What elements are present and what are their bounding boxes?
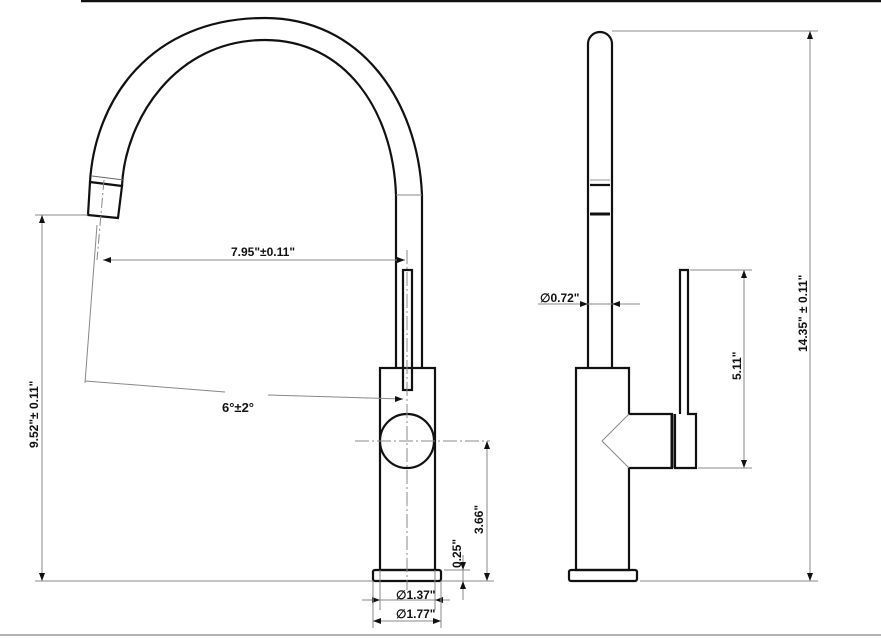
- front-view: [86, 16, 443, 583]
- side-dimensions: [538, 30, 818, 582]
- front-dimensions: [35, 214, 494, 628]
- spout-reach-label: 7.95"±0.11": [231, 245, 296, 259]
- total-height-label: 14.35" ± 0.11": [796, 274, 810, 352]
- front-centerlines: [96, 179, 490, 590]
- handle-center-height-label: 3.66": [472, 504, 486, 534]
- base-outer-diameter-label: ∅1.77": [396, 607, 436, 621]
- side-view: [567, 30, 698, 583]
- base-inner-diameter-label: ∅1.37": [396, 588, 436, 602]
- handle-height-label: 5.11": [730, 351, 744, 380]
- spout-angle-label: 6°±2°: [222, 400, 254, 415]
- base-thickness-label: 0.25": [450, 538, 464, 568]
- spout-diameter-label: ∅0.72": [540, 291, 580, 305]
- spout-height-label: 9.52"± 0.11": [27, 380, 41, 448]
